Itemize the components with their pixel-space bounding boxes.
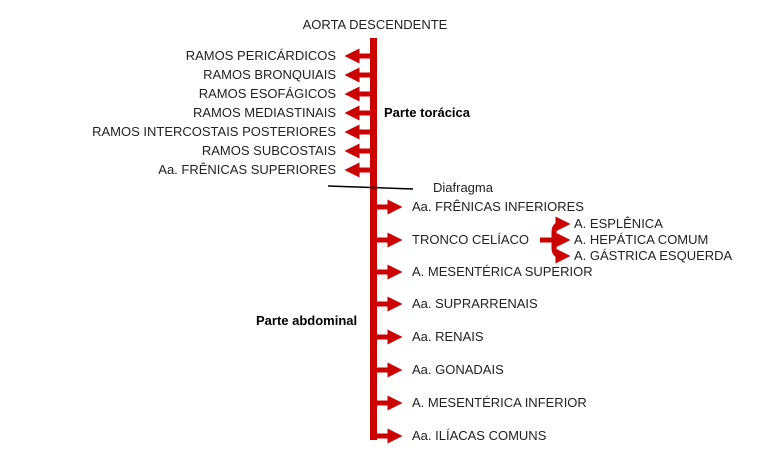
- diagram-title: AORTA DESCENDENTE: [303, 17, 448, 32]
- abdominal-branch-label: TRONCO CELÍACO: [412, 232, 529, 247]
- abdominal-branch-label: Aa. SUPRARRENAIS: [412, 296, 538, 311]
- aorta-trunk: [370, 38, 377, 440]
- thoracic-branch-label: RAMOS SUBCOSTAIS: [202, 143, 336, 158]
- abdominal-part-label: Parte abdominal: [256, 313, 357, 328]
- abdominal-branch-label: Aa. FRÊNICAS INFERIORES: [412, 199, 584, 214]
- abdominal-branch-label: A. MESENTÉRICA INFERIOR: [412, 395, 587, 410]
- thoracic-branch-label: RAMOS ESOFÁGICOS: [199, 86, 337, 101]
- abdominal-branch-label: Aa. RENAIS: [412, 329, 484, 344]
- abdominal-branch-label: A. MESENTÉRICA SUPERIOR: [412, 264, 593, 279]
- celiac-branch-label: A. HEPÁTICA COMUM: [574, 232, 708, 247]
- thoracic-branch-label: RAMOS BRONQUIAIS: [203, 67, 336, 82]
- thoracic-branch-label: RAMOS INTERCOSTAIS POSTERIORES: [92, 124, 336, 139]
- thoracic-branch-label: RAMOS MEDIASTINAIS: [193, 105, 336, 120]
- thoracic-part-label: Parte torácica: [384, 105, 471, 120]
- abdominal-branch-label: Aa. GONADAIS: [412, 362, 504, 377]
- thoracic-branch-label: Aa. FRÊNICAS SUPERIORES: [158, 162, 336, 177]
- abdominal-branch-label: Aa. ILÍACAS COMUNS: [412, 428, 547, 443]
- diaphragm-line: [327, 185, 414, 190]
- celiac-branch-label: A. GÁSTRICA ESQUERDA: [574, 248, 733, 263]
- celiac-branch-label: A. ESPLÊNICA: [574, 216, 663, 231]
- diaphragm-label: Diafragma: [433, 180, 494, 195]
- celiac-fork: [540, 216, 571, 264]
- thoracic-branch-label: RAMOS PERICÁRDICOS: [186, 48, 337, 63]
